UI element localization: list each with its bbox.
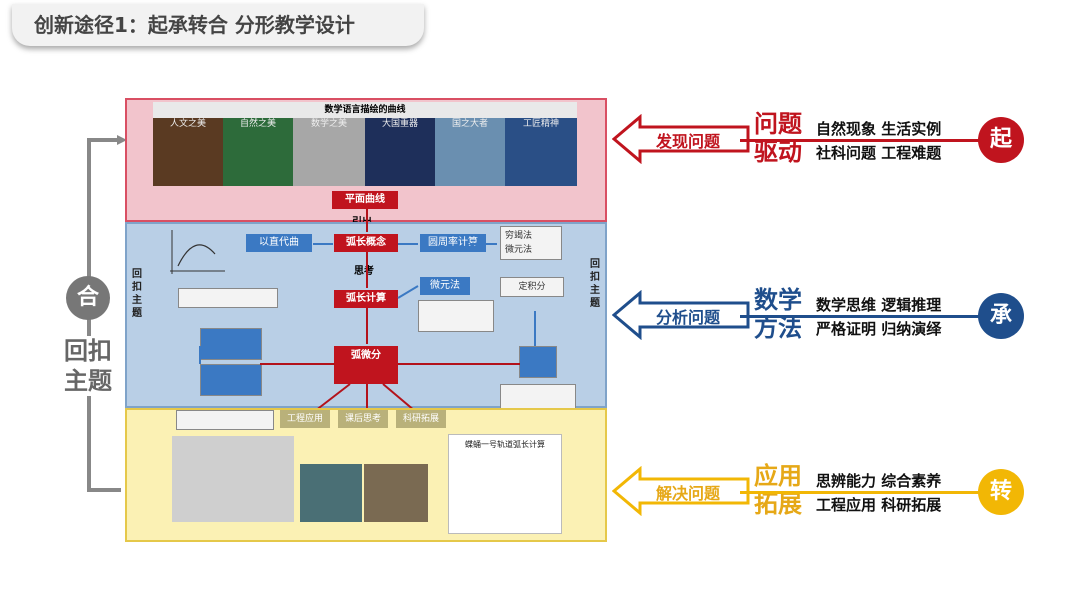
- picture-math: 数学之美: [293, 118, 365, 186]
- picture-humanities: 人文之美: [153, 118, 223, 186]
- formula-box: [178, 288, 278, 308]
- arc-concept-box: 弧长概念: [334, 234, 398, 252]
- polar-box: [200, 364, 262, 396]
- circle-cheng: 承: [978, 293, 1024, 339]
- picture-nature: 自然之美: [223, 118, 293, 186]
- picture-country: 国之大者: [435, 118, 505, 186]
- loop-label: 回扣 主题: [56, 336, 120, 396]
- keywords-1b: 社科问题 工程难题: [816, 144, 942, 162]
- curves-header: 数学语言描绘的曲线: [153, 102, 577, 118]
- circle-zhuan: 转: [978, 469, 1024, 515]
- loop-label-line2: 主题: [64, 367, 112, 395]
- tab-research: 科研拓展: [396, 410, 446, 428]
- pi-calc-box: 圆周率计算: [420, 234, 486, 252]
- loop-label-line1: 回扣: [64, 337, 112, 365]
- topic-math-method: 数学方法: [754, 286, 802, 342]
- picture-spring: [364, 464, 428, 522]
- row-line: [740, 315, 980, 318]
- keywords-1a: 自然现象 生活实例: [816, 120, 942, 138]
- research-doc-title: 蝶蛹一号轨道弧长计算: [465, 440, 545, 449]
- keywords-3a: 思辨能力 综合素养: [816, 472, 942, 490]
- merge-circle: 合: [66, 276, 110, 320]
- param-box: [200, 328, 262, 360]
- topic-application: 应用拓展: [754, 462, 802, 518]
- tab-reflection: 课后思考: [338, 410, 388, 428]
- exhaust-item: 微元法: [505, 245, 533, 255]
- side-label-left: 回扣主题: [132, 269, 142, 319]
- definite-integral-box: 定积分: [500, 277, 564, 297]
- arc-diff-box: 弧微分: [334, 346, 398, 384]
- exhaust-list: 穷竭法 微元法: [500, 226, 562, 260]
- keywords-3b: 工程应用 科研拓展: [816, 496, 942, 514]
- analyze-label: 分析问题: [655, 308, 720, 327]
- exhaust-item: 穷竭法: [505, 231, 533, 241]
- formula-box: [418, 300, 494, 332]
- param-box-right: [519, 346, 557, 378]
- topic-problem-driven: 问题驱动: [754, 110, 802, 166]
- picture-eiffel: [172, 436, 294, 522]
- picture-snowflake: [300, 464, 362, 522]
- plane-curve-box: 平面曲线: [332, 191, 398, 209]
- circle-qi: 起: [978, 117, 1024, 163]
- arc-calc-box: 弧长计算: [334, 290, 398, 308]
- polar-formula-box: [176, 410, 274, 430]
- flow-arrows: [199, 209, 536, 412]
- arc-sketch: [170, 230, 225, 274]
- page-title: 创新途径1：起承转合 分形教学设计: [12, 4, 424, 46]
- keywords-2b: 严格证明 归纳演绎: [816, 320, 942, 338]
- picture-strip: 人文之美 自然之美 数学之美 大国重器 国之大者 工匠精神: [153, 118, 577, 186]
- research-document: 蝶蛹一号轨道弧长计算: [448, 434, 562, 534]
- think-label: 思考: [354, 266, 374, 277]
- replace-curve-box: 以直代曲: [246, 234, 312, 252]
- picture-national: 大国重器: [365, 118, 435, 186]
- keywords-2a: 数学思维 逻辑推理: [816, 296, 942, 314]
- solve-label: 解决问题: [655, 484, 720, 503]
- side-label-right: 回扣主题: [590, 259, 600, 309]
- micro-method-box: 微元法: [420, 277, 470, 295]
- tab-engineering: 工程应用: [280, 410, 330, 428]
- picture-craftsman: 工匠精神: [505, 118, 577, 186]
- discover-label: 发现问题: [655, 132, 720, 151]
- row-line: [740, 491, 980, 494]
- row-line: [740, 139, 980, 142]
